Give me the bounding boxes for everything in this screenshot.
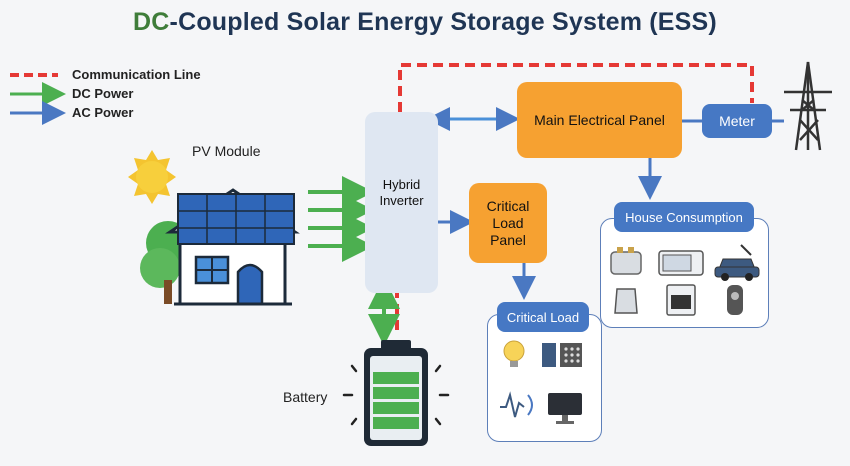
electric-car-icon	[714, 244, 760, 281]
battery-icon	[342, 340, 450, 446]
hybrid-inverter-label: Hybrid Inverter	[379, 177, 424, 208]
power-tower-icon	[784, 61, 832, 151]
house-consumption-card	[600, 218, 769, 328]
critical-load-icons	[500, 340, 582, 424]
page-title: DC-Coupled Solar Energy Storage System (…	[133, 8, 717, 36]
house-consumption-header: House Consumption	[614, 202, 754, 232]
pv-module-label: PV Module	[192, 143, 261, 159]
critical-load-card	[487, 314, 602, 442]
light-bulb-icon	[503, 340, 525, 367]
monitor-icon	[548, 393, 582, 424]
pv-house-icon	[140, 188, 300, 306]
legend-label-communication: Communication Line	[72, 67, 201, 82]
sun-icon	[128, 150, 176, 204]
main-electrical-panel-box[interactable]: Main Electrical Panel	[517, 82, 682, 158]
pv-to-inverter-arrows	[308, 176, 374, 262]
legend-label-ac: AC Power	[72, 105, 134, 120]
shaver-icon	[727, 285, 743, 315]
wifi-signal-icon	[500, 391, 533, 418]
hybrid-inverter-box[interactable]: Hybrid Inverter	[365, 112, 438, 293]
critical-load-panel-box[interactable]: Critical Load Panel	[469, 183, 547, 263]
kettle-icon	[614, 288, 638, 314]
toaster-icon	[610, 247, 642, 275]
meter-box[interactable]: Meter	[702, 104, 772, 138]
security-keypad-icon	[542, 343, 582, 367]
oven-icon	[666, 284, 696, 316]
communication-line	[398, 63, 754, 112]
house-appliance-icons	[610, 244, 760, 316]
critical-load-header: Critical Load	[497, 302, 589, 332]
microwave-icon	[658, 250, 704, 276]
battery-label: Battery	[283, 389, 328, 405]
legend-label-dc: DC Power	[72, 86, 134, 101]
